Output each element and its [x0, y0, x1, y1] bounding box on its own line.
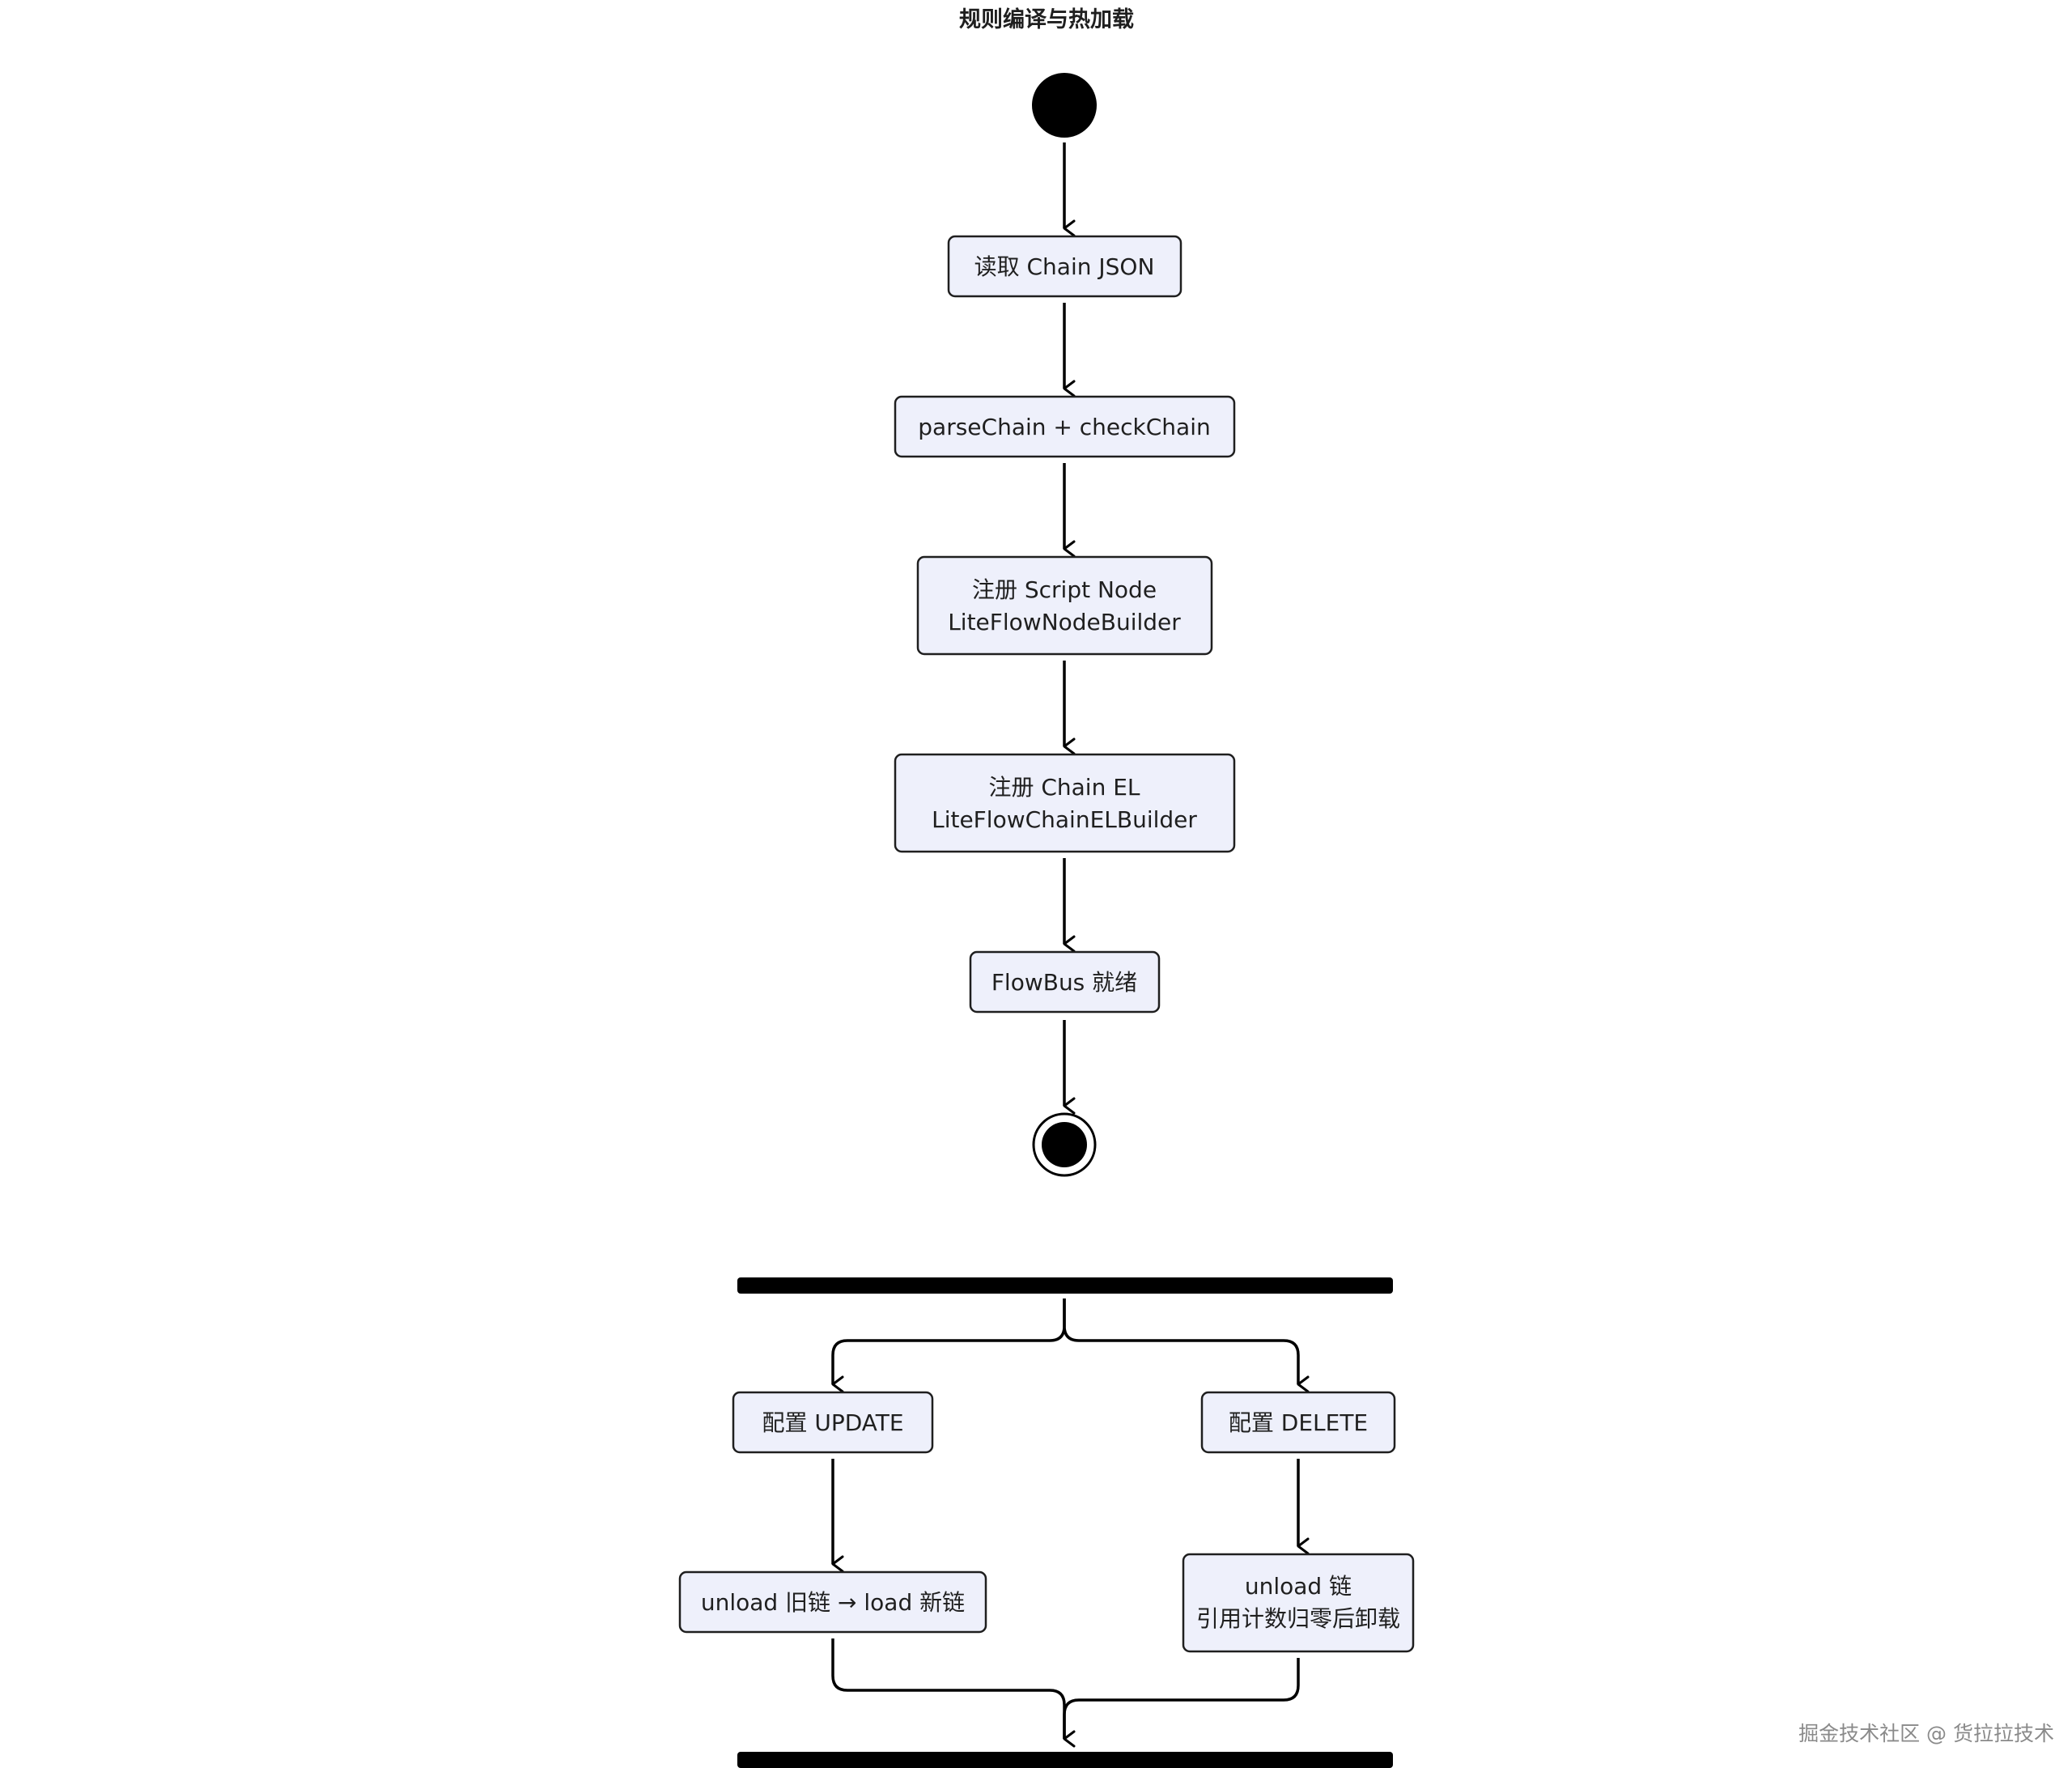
node-parse-check-chain: parseChain + checkChain [894, 395, 1236, 458]
svg-text:注册 Script Node: 注册 Script Node [972, 576, 1157, 603]
join-bar [737, 1752, 1393, 1768]
fork-bar [737, 1277, 1393, 1294]
edge-unload-chain-to-join [1063, 1658, 1300, 1739]
edge-fork-to-update [831, 1298, 1066, 1393]
svg-text:LiteFlowNodeBuilder: LiteFlowNodeBuilder [948, 609, 1181, 635]
edge-unload-load-to-join [831, 1638, 1076, 1748]
edge-fork-to-delete [1063, 1298, 1310, 1393]
node-flowbus-ready: FlowBus 就绪 [969, 950, 1161, 1014]
node-read-chain-json: 读取 Chain JSON [947, 235, 1182, 298]
node-register-chain-el: 注册 Chain EL LiteFlowChainELBuilder [894, 753, 1236, 853]
watermark-text: 掘金技术社区 @ 货拉拉技术 [1798, 1722, 2054, 1745]
svg-text:引用计数归零后卸载: 引用计数归零后卸载 [1196, 1605, 1400, 1632]
node-unload-chain: unload 链 引用计数归零后卸载 [1182, 1553, 1415, 1653]
node-config-update: 配置 UPDATE [732, 1391, 934, 1454]
svg-text:注册 Chain EL: 注册 Chain EL [988, 774, 1140, 801]
svg-text:配置 UPDATE: 配置 UPDATE [762, 1409, 903, 1436]
node-config-delete: 配置 DELETE [1200, 1391, 1396, 1454]
svg-text:unload 旧链 → load 新链: unload 旧链 → load 新链 [701, 1589, 965, 1616]
node-register-script-node: 注册 Script Node LiteFlowNodeBuilder [916, 555, 1213, 656]
node-unload-old-load-new: unload 旧链 → load 新链 [678, 1570, 987, 1634]
end-node [1032, 1112, 1097, 1177]
start-node [1032, 73, 1097, 138]
diagram-title: 规则编译与热加载 [959, 6, 1134, 32]
svg-text:unload 链: unload 链 [1245, 1573, 1352, 1600]
svg-text:parseChain + checkChain: parseChain + checkChain [918, 414, 1210, 440]
svg-text:读取 Chain JSON: 读取 Chain JSON [974, 253, 1155, 280]
svg-text:FlowBus 就绪: FlowBus 就绪 [991, 969, 1137, 996]
svg-text:配置 DELETE: 配置 DELETE [1229, 1409, 1368, 1436]
svg-text:LiteFlowChainELBuilder: LiteFlowChainELBuilder [932, 806, 1197, 833]
